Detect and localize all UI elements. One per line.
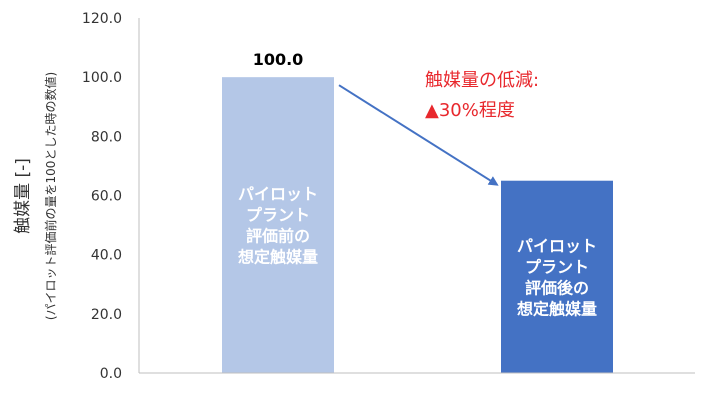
y-tick-label: 120.0	[82, 11, 122, 27]
y-tick-label: 80.0	[91, 129, 122, 145]
y-axis-label: 触媒量 [-]	[13, 158, 33, 234]
y-tick-label: 0.0	[100, 366, 122, 382]
bar-2	[501, 180, 613, 373]
y-axis-title: 触媒量 [-] (パイロット評価前の量を100とした時の数値)	[13, 72, 58, 320]
bar-category-label: パイロットプラント評価後の想定触媒量	[516, 236, 597, 318]
reduction-annotation: 触媒量の低減: ▲30%程度	[425, 70, 539, 121]
reduction-arrow	[338, 84, 499, 186]
annotation-line2: ▲30%程度	[425, 100, 515, 121]
bar-category-label: パイロットプラント評価前の想定触媒量	[237, 185, 318, 267]
y-axis-sublabel: (パイロット評価前の量を100とした時の数値)	[43, 72, 58, 320]
y-tick-label: 100.0	[82, 70, 122, 86]
bar-1	[222, 77, 334, 374]
annotation-line2-text: 30%程度	[439, 100, 515, 121]
y-tick-label: 60.0	[91, 189, 122, 205]
y-tick-label: 40.0	[91, 248, 122, 264]
y-tick-label: 20.0	[91, 307, 122, 323]
annotation-line1: 触媒量の低減:	[425, 70, 539, 91]
triangle-icon: ▲	[425, 100, 439, 121]
data-label: 100.0	[253, 50, 304, 69]
